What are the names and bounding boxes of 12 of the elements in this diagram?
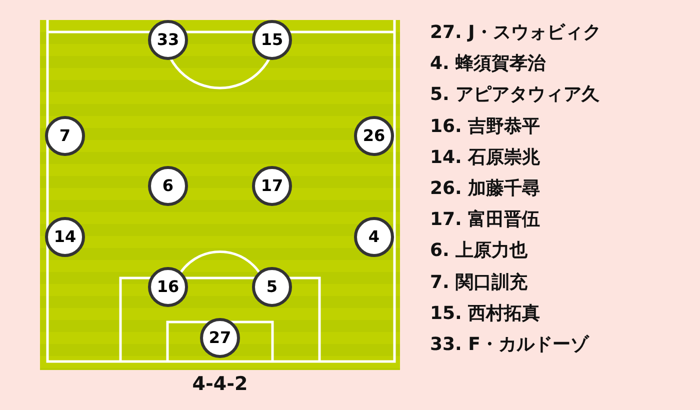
roster-entry: 33. F・カルドーゾ	[430, 334, 588, 356]
roster-entry: 16. 吉野恭平	[430, 116, 540, 138]
roster-entry: 4. 蜂須賀孝治	[430, 53, 546, 76]
roster-entry: 14. 石原崇兆	[430, 146, 540, 169]
roster-entry: 5. アピアタウィア久	[430, 84, 600, 106]
roster-entry: 15. 西村拓真	[430, 302, 540, 325]
roster-entry: 26. 加藤千尋	[430, 178, 540, 200]
roster-entry: 27. J・スウォビィク	[430, 22, 601, 44]
roster-entry: 7. 関口訓充	[430, 272, 528, 294]
formation-caption: 4-4-2	[191, 373, 249, 395]
roster-entry: 17. 富田晋伍	[430, 209, 540, 232]
roster-entry: 6. 上原力也	[430, 240, 528, 262]
